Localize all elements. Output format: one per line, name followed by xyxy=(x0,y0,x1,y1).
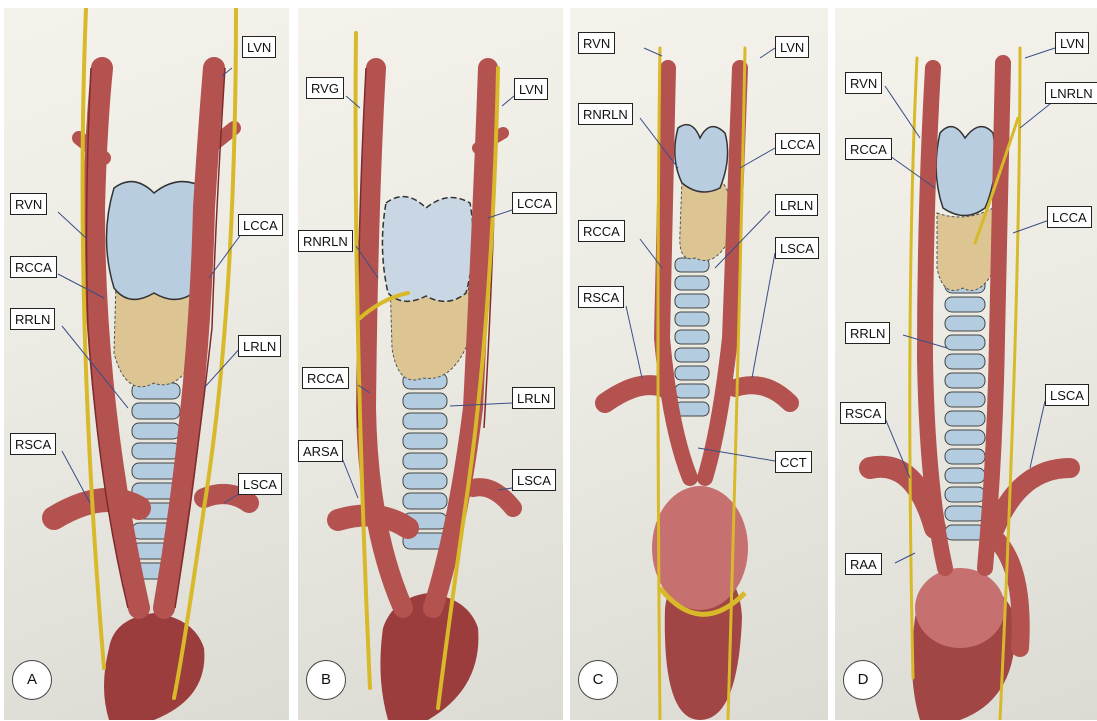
label-rvg: RVG xyxy=(306,77,344,99)
label-rvn: RVN xyxy=(10,193,47,215)
label-lsca: LSCA xyxy=(775,237,819,259)
label-lvn: LVN xyxy=(1055,32,1089,54)
panel-letter-d: D xyxy=(843,660,883,700)
label-rnrln: RNRLN xyxy=(578,103,633,125)
panel-b-illustration xyxy=(298,8,563,720)
panel-a: LVN RVN LCCA RCCA RRLN LRLN RSCA LSCA A xyxy=(4,8,289,720)
label-arsa: ARSA xyxy=(298,440,343,462)
panel-d-illustration xyxy=(835,8,1097,720)
panel-letter-a: A xyxy=(12,660,52,700)
panel-letter-c: C xyxy=(578,660,618,700)
label-lvn: LVN xyxy=(775,36,809,58)
label-lnrln: LNRLN xyxy=(1045,82,1097,104)
label-lrln: LRLN xyxy=(512,387,555,409)
panel-b: RVG LVN LCCA RNRLN RCCA LRLN ARSA LSCA B xyxy=(298,8,563,720)
label-rcca: RCCA xyxy=(845,138,892,160)
label-lcca: LCCA xyxy=(775,133,820,155)
panel-a-illustration xyxy=(4,8,289,720)
label-rsca: RSCA xyxy=(10,433,56,455)
label-lsca: LSCA xyxy=(512,469,556,491)
panel-letter-b: B xyxy=(306,660,346,700)
label-rsca: RSCA xyxy=(578,286,624,308)
label-lcca: LCCA xyxy=(512,192,557,214)
label-lvn: LVN xyxy=(514,78,548,100)
label-rcca: RCCA xyxy=(10,256,57,278)
label-rvn: RVN xyxy=(845,72,882,94)
label-rnrln: RNRLN xyxy=(298,230,353,252)
label-lvn: LVN xyxy=(242,36,276,58)
label-lrln: LRLN xyxy=(238,335,281,357)
label-lsca: LSCA xyxy=(238,473,282,495)
label-lcca: LCCA xyxy=(1047,206,1092,228)
panel-d: LVN RVN LNRLN RCCA LCCA RRLN LSCA RSCA R… xyxy=(835,8,1097,720)
label-cct: CCT xyxy=(775,451,812,473)
label-rsca: RSCA xyxy=(840,402,886,424)
label-rrln: RRLN xyxy=(10,308,55,330)
label-lcca: LCCA xyxy=(238,214,283,236)
label-rrln: RRLN xyxy=(845,322,890,344)
label-rcca: RCCA xyxy=(578,220,625,242)
panel-c: RVN LVN RNRLN LCCA LRLN RCCA LSCA RSCA C… xyxy=(570,8,828,720)
label-rcca: RCCA xyxy=(302,367,349,389)
label-lsca: LSCA xyxy=(1045,384,1089,406)
label-raa: RAA xyxy=(845,553,882,575)
label-rvn: RVN xyxy=(578,32,615,54)
label-lrln: LRLN xyxy=(775,194,818,216)
